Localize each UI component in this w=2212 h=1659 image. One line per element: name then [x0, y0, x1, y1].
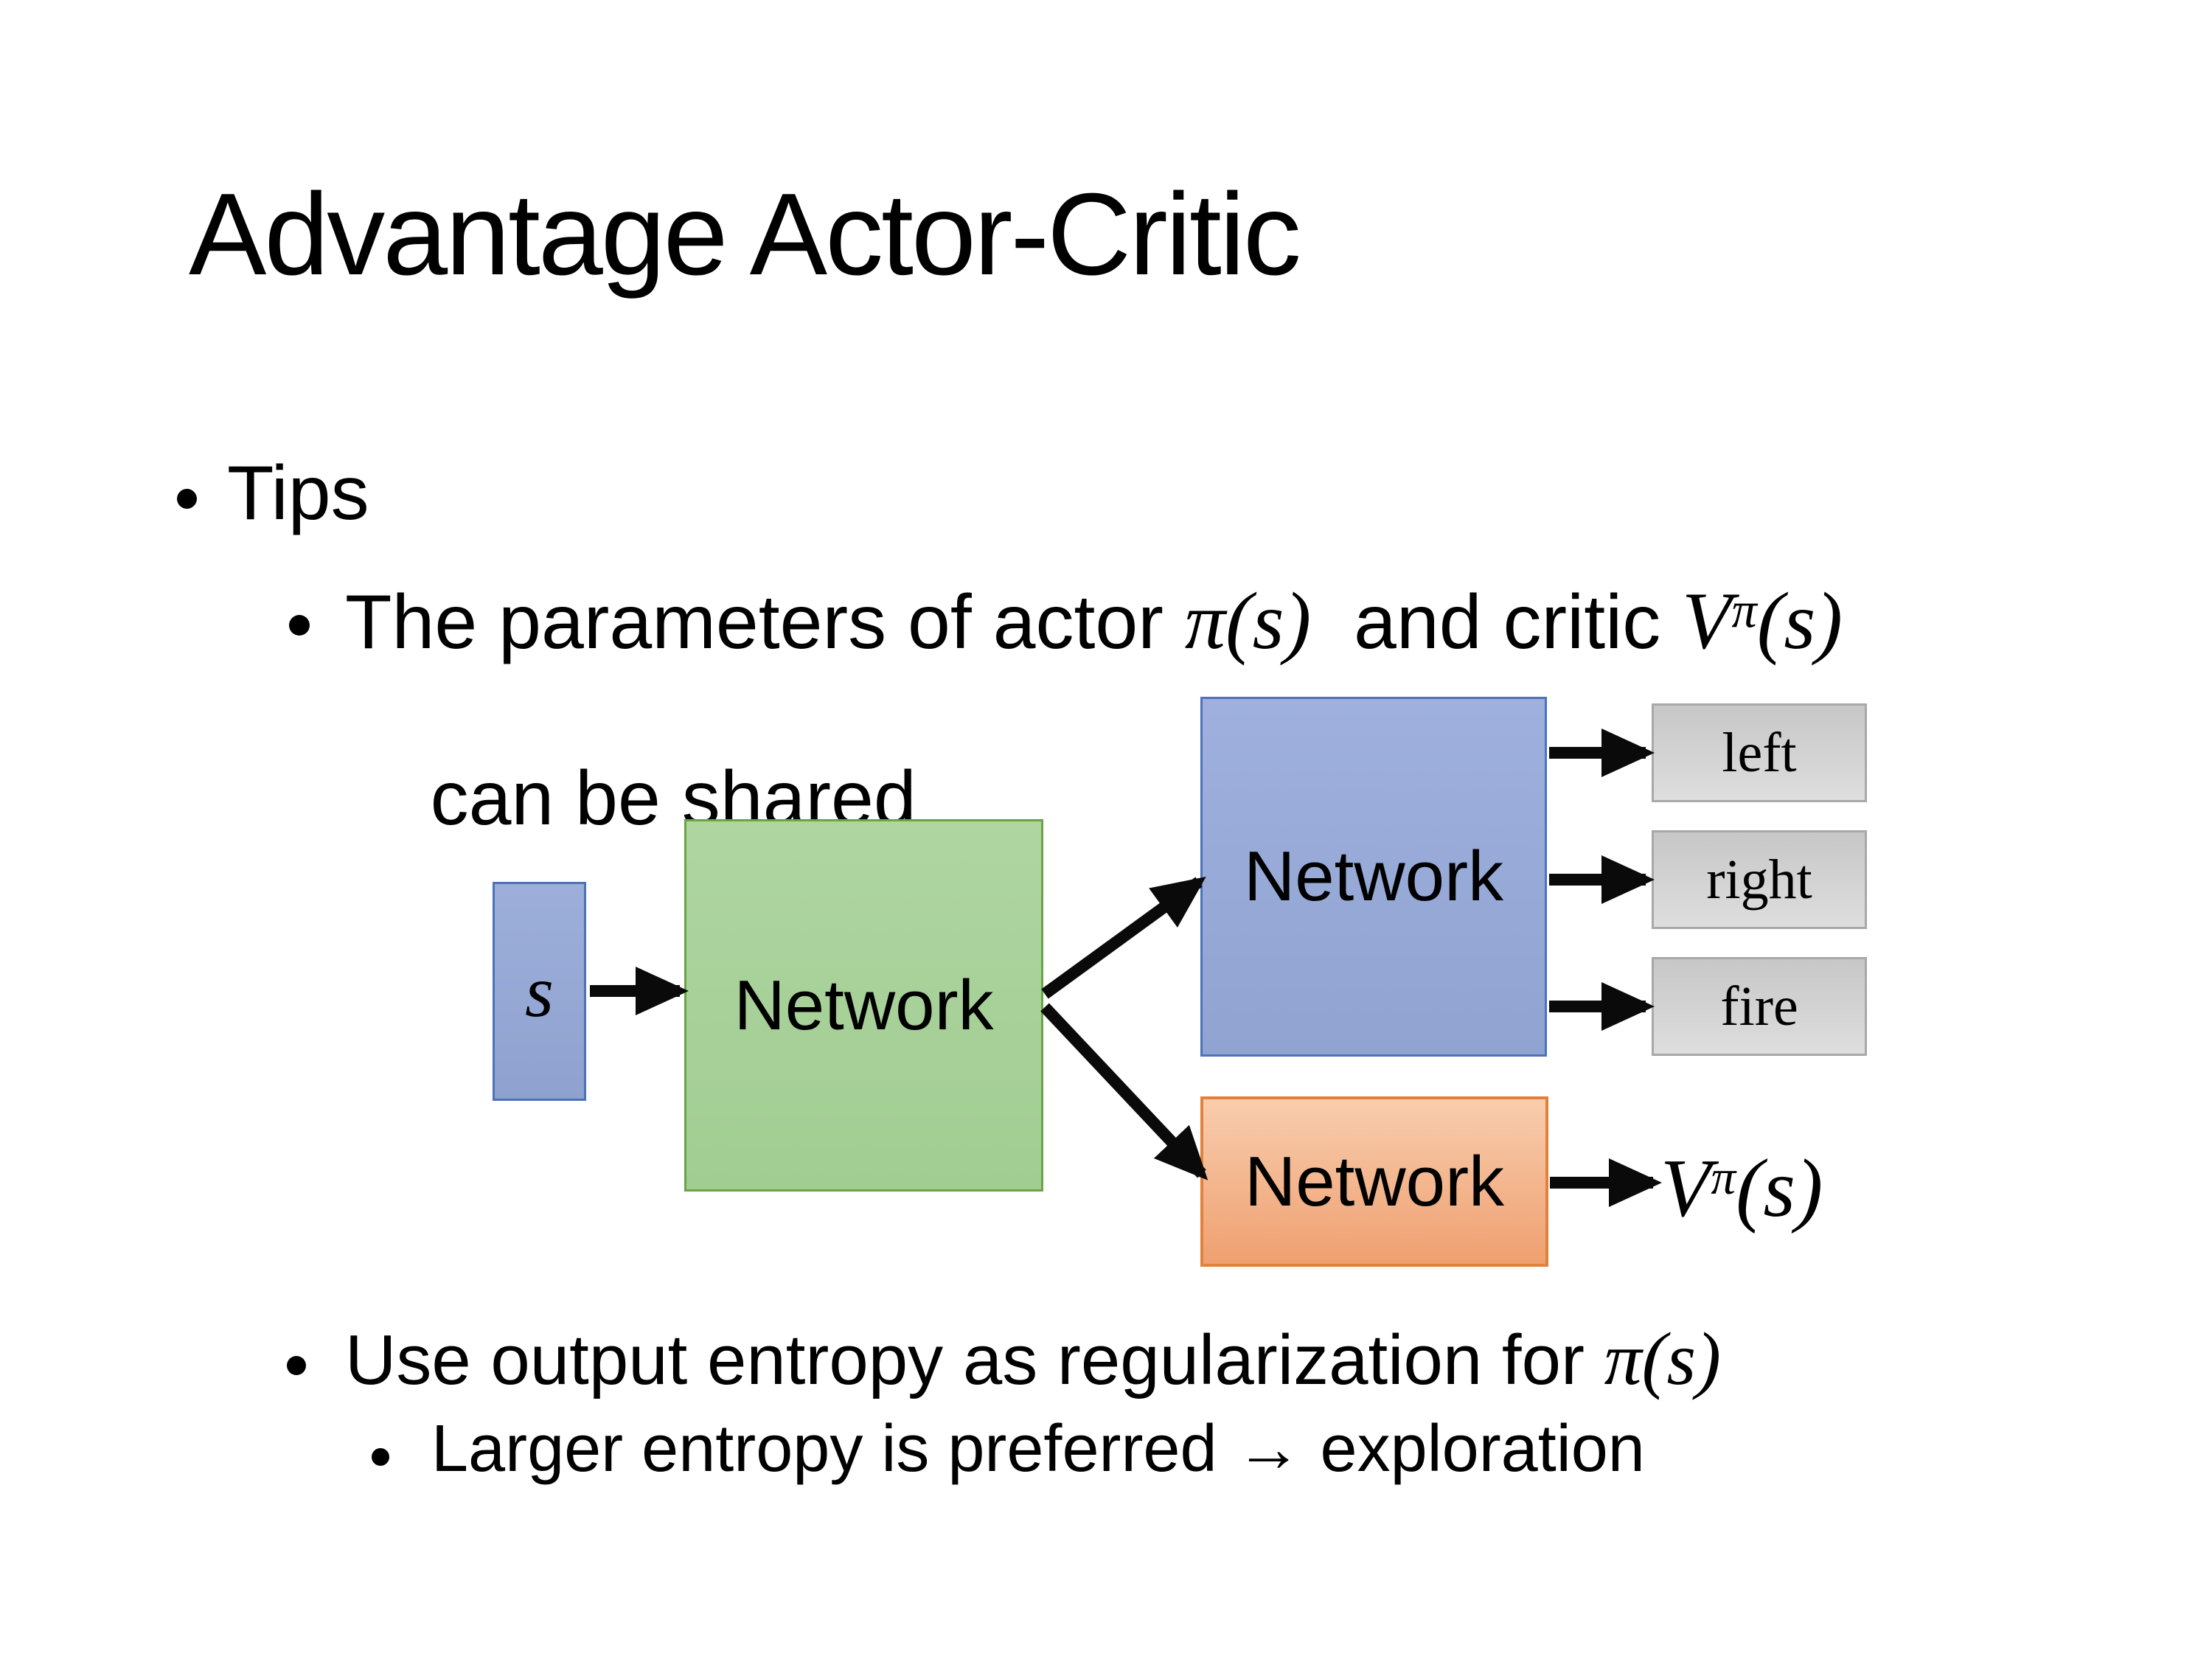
bullet-dot-icon [372, 1448, 389, 1466]
actor-network-box: Network [1200, 697, 1547, 1057]
value-base: V [1682, 576, 1732, 666]
shared-network-box: Network [684, 819, 1043, 1192]
shared-network-label: Network [734, 965, 994, 1045]
critic-output-math: Vπ(s) [1660, 1141, 1823, 1237]
state-input-box: s [493, 882, 586, 1101]
shared-params-text: The parameters of actor [345, 580, 1185, 665]
action-box-right: right [1652, 830, 1867, 929]
shared-params-mid: and critic [1311, 580, 1683, 665]
value-sup: π [1731, 582, 1757, 639]
critic-network-label: Network [1244, 1141, 1505, 1221]
bullet-dot-icon [177, 489, 197, 509]
entropy-reg-text: Use output entropy as regularization for [345, 1321, 1604, 1399]
state-label: s [525, 950, 554, 1032]
critic-output-args: (s) [1736, 1143, 1823, 1234]
page-title: Advantage Actor-Critic [189, 170, 1301, 299]
arrow-shared-to-critic [1040, 1003, 1208, 1180]
action-label-left: left [1722, 721, 1797, 784]
action-label-right: right [1706, 848, 1812, 911]
bullet-dot-icon [289, 615, 310, 636]
policy-math: π(s) [1604, 1318, 1721, 1401]
action-label-fire: fire [1720, 975, 1798, 1037]
action-box-left: left [1652, 703, 1867, 802]
bullet-entropy-reg: Use output entropy as regularization for… [345, 1317, 2152, 1483]
actor-network-label: Network [1243, 837, 1504, 916]
action-box-fire: fire [1652, 957, 1867, 1056]
bullet-exploration: Larger entropy is preferred → exploratio… [431, 1412, 1645, 1486]
bullet-tips: Tips [227, 451, 369, 536]
critic-value-math: Vπ(s) [1682, 576, 1843, 666]
critic-output-base: V [1660, 1143, 1711, 1234]
critic-network-box: Network [1200, 1096, 1548, 1267]
bullet-dot-icon [287, 1356, 306, 1375]
critic-output-sup: π [1711, 1149, 1736, 1205]
value-args: (s) [1756, 576, 1843, 666]
actor-policy-math: π(s) [1184, 576, 1312, 666]
